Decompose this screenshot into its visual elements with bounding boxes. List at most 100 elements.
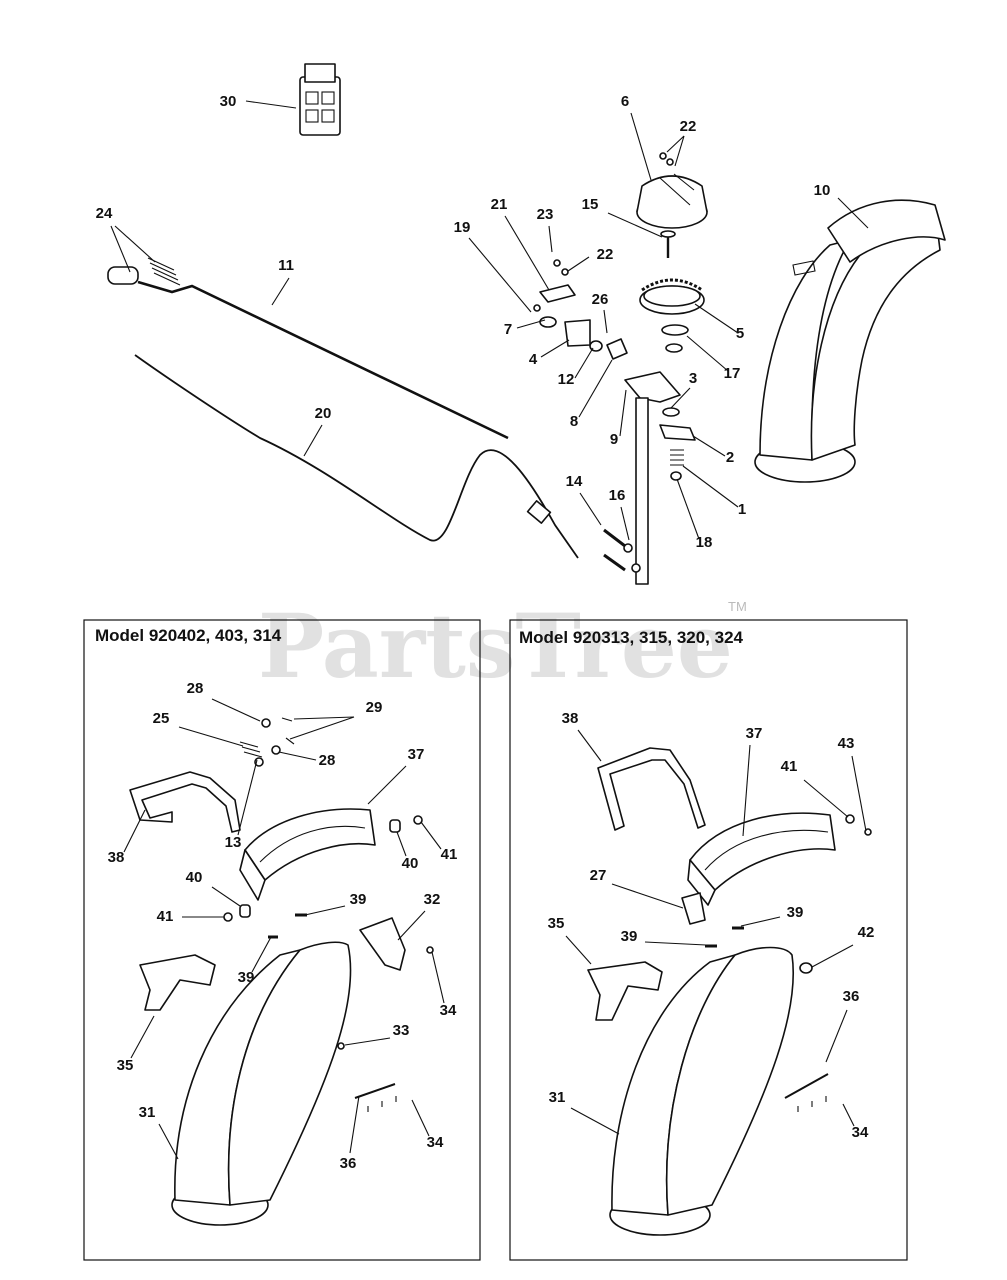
part-21-clip xyxy=(539,284,576,303)
leader-line-22 xyxy=(674,135,685,167)
leader-line-25 xyxy=(178,726,244,747)
callout-label-28: 28 xyxy=(187,680,204,697)
part-38-bail xyxy=(129,771,241,833)
leader-line-39 xyxy=(644,941,707,946)
part-20-cable xyxy=(134,354,579,559)
callout-label-3: 3 xyxy=(689,370,697,387)
top-assembly xyxy=(107,63,946,585)
leader-line-41 xyxy=(420,821,442,850)
leader-line-26 xyxy=(603,309,608,334)
leader-line-42 xyxy=(811,944,854,968)
leader-line-37 xyxy=(367,765,407,805)
callout-label-2: 2 xyxy=(726,449,734,466)
callout-label-23: 23 xyxy=(537,206,554,223)
callout-label-43: 43 xyxy=(838,735,855,752)
leader-line-36 xyxy=(349,1095,360,1154)
callout-label-31: 31 xyxy=(139,1104,156,1121)
leader-line-20 xyxy=(303,424,323,457)
callout-label-25: 25 xyxy=(153,710,170,727)
leader-line-34 xyxy=(842,1103,855,1127)
callout-label-15: 15 xyxy=(582,196,599,213)
callout-label-17: 17 xyxy=(724,365,741,382)
leader-line-3 xyxy=(670,387,691,409)
callout-label-30: 30 xyxy=(220,93,237,110)
callout-label-34: 34 xyxy=(852,1124,869,1141)
part-8-worm xyxy=(606,338,628,360)
callout-label-38: 38 xyxy=(108,849,125,866)
left-panel-parts xyxy=(129,717,434,1226)
leader-line-9 xyxy=(619,389,627,437)
callout-label-28: 28 xyxy=(319,752,336,769)
part-20-cable-end xyxy=(526,500,552,524)
leader-line-5 xyxy=(694,303,739,334)
panel-left: Model 920402, 403, 314 xyxy=(83,619,481,1261)
callout-label-6: 6 xyxy=(621,93,629,110)
callout-label-39: 39 xyxy=(238,969,255,986)
callout-label-1: 1 xyxy=(738,501,746,518)
leader-line-1 xyxy=(682,465,739,508)
leader-line-11 xyxy=(271,277,290,306)
panel-left-title: Model 920402, 403, 314 xyxy=(95,626,282,645)
leader-line-22 xyxy=(666,135,685,153)
leader-line-35 xyxy=(565,935,592,965)
callout-label-22: 22 xyxy=(680,118,697,135)
callout-label-24: 24 xyxy=(96,205,113,222)
watermark-text: PartsTree xyxy=(258,594,733,698)
leader-line-38 xyxy=(577,729,602,762)
leader-line-30 xyxy=(245,100,297,109)
part-35-bracket-r xyxy=(587,961,663,1021)
part-37-deflector xyxy=(239,808,376,901)
part-38-bail-r xyxy=(597,747,706,831)
callout-label-39: 39 xyxy=(350,891,367,908)
part-27-knob xyxy=(681,892,706,925)
callout-label-33: 33 xyxy=(393,1022,410,1039)
callout-label-31: 31 xyxy=(549,1089,566,1106)
leader-line-24 xyxy=(110,225,131,273)
part-32-plate xyxy=(359,917,406,971)
leader-line-39 xyxy=(740,916,781,927)
leader-line-31 xyxy=(570,1107,620,1135)
leader-line-21 xyxy=(504,215,550,291)
part-10-chute xyxy=(754,199,946,483)
leader-line-13 xyxy=(237,759,258,836)
callout-label-11: 11 xyxy=(278,257,294,274)
leader-line-31 xyxy=(158,1123,179,1160)
part-30-switch xyxy=(299,63,341,136)
leader-line-32 xyxy=(397,910,426,941)
callout-label-41: 41 xyxy=(157,908,174,925)
callout-label-34: 34 xyxy=(427,1134,444,1151)
callout-label-7: 7 xyxy=(504,321,512,338)
part-35-bracket xyxy=(139,954,216,1011)
part-31-chute xyxy=(171,941,352,1226)
callout-label-16: 16 xyxy=(609,487,626,504)
panel-right: Model 920313, 315, 320, 324 xyxy=(509,619,908,1261)
callout-label-42: 42 xyxy=(858,924,875,941)
callout-label-27: 27 xyxy=(590,867,607,884)
leader-line-29 xyxy=(289,716,355,740)
callout-label-13: 13 xyxy=(225,834,242,851)
part-6-knob xyxy=(636,173,708,229)
callout-label-36: 36 xyxy=(340,1155,357,1172)
callout-label-9: 9 xyxy=(610,431,618,448)
callout-label-5: 5 xyxy=(736,325,744,342)
leader-line-40 xyxy=(396,831,407,857)
leader-line-28 xyxy=(278,751,317,761)
leader-line-18 xyxy=(676,478,700,540)
part-11-rod xyxy=(137,280,509,440)
leader-line-19 xyxy=(468,237,532,313)
callout-label-19: 19 xyxy=(454,219,471,236)
callout-label-20: 20 xyxy=(315,405,332,422)
leader-line-29 xyxy=(293,716,355,720)
callout-label-39: 39 xyxy=(787,904,804,921)
part-9-shaft xyxy=(624,371,696,585)
callout-label-8: 8 xyxy=(570,413,578,430)
leader-line-38 xyxy=(123,809,146,853)
callout-label-37: 37 xyxy=(408,746,425,763)
leader-line-37 xyxy=(742,744,751,837)
leader-line-39 xyxy=(251,936,272,973)
part-4-bracket xyxy=(564,319,591,347)
callout-label-39: 39 xyxy=(621,928,638,945)
